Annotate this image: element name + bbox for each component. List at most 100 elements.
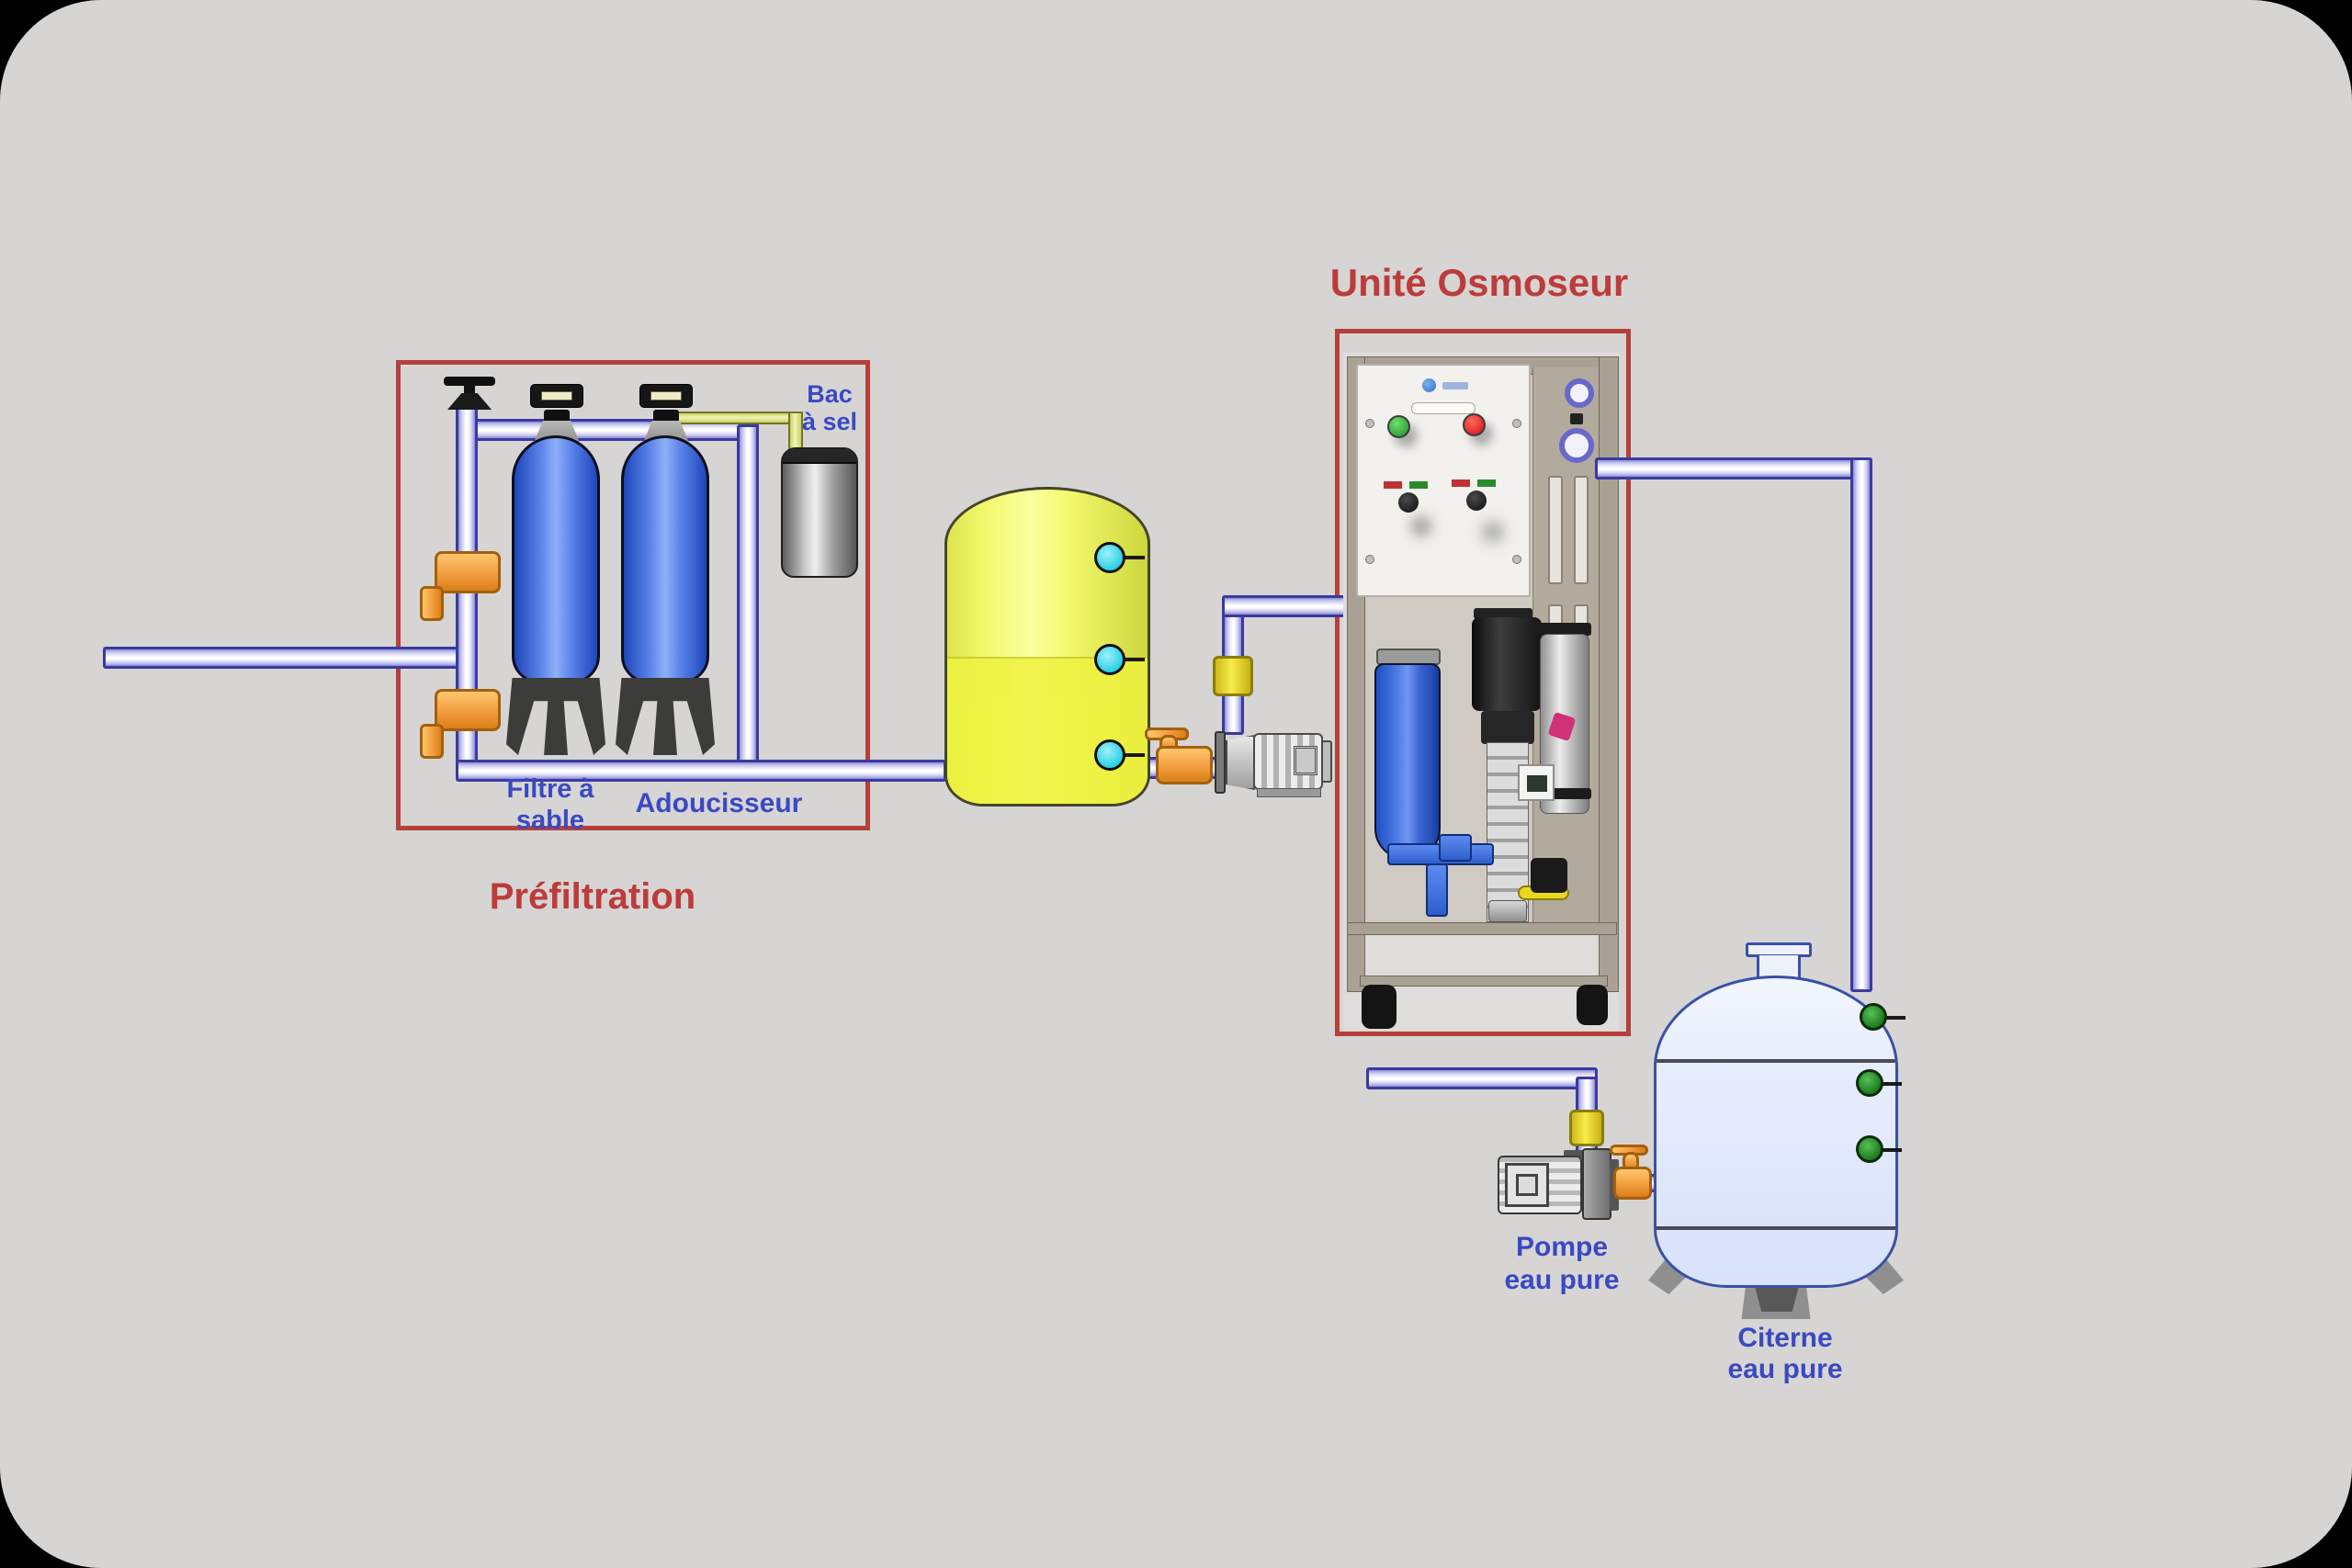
buffer-sensor-tick-3 — [1123, 753, 1145, 757]
cistern-shoulder-stripe — [1657, 1059, 1895, 1063]
machine-pipe-flange — [1439, 834, 1472, 862]
buffer-level-sensor-mid — [1094, 644, 1125, 675]
salt-tank-label-line1: Bac — [807, 380, 853, 408]
flow-meter-1 — [1548, 476, 1563, 584]
gate-valve-cap — [444, 377, 495, 386]
frame-bottom-bar — [1360, 976, 1608, 987]
cistern-sensor-tick-3 — [1880, 1148, 1902, 1152]
cistern-bottom-stripe — [1657, 1226, 1895, 1230]
frame-shelf — [1347, 922, 1617, 935]
junction-box — [1518, 764, 1555, 801]
sand-filter-valve-cap — [544, 410, 570, 423]
caster-wheel-right — [1577, 985, 1608, 1025]
selector-knob-1 — [1398, 492, 1419, 513]
black-fitting — [1531, 858, 1567, 893]
prefilt-bottom-pipe — [456, 760, 946, 782]
hp-pump-motor — [1472, 617, 1542, 711]
pure-water-pump-label: Pompe eau pure — [1498, 1231, 1626, 1297]
machine-pipe-vertical — [1426, 863, 1448, 917]
brand-logo-icon — [1422, 378, 1436, 392]
caster-wheel-left — [1362, 985, 1396, 1029]
hp-pump-top-cap — [1474, 608, 1532, 619]
buffer-level-sensor-low — [1094, 739, 1125, 771]
brand-logo-text — [1442, 382, 1468, 389]
cistern-sensor-tick-2 — [1880, 1082, 1902, 1086]
panel-screw-bl — [1365, 555, 1374, 564]
transfer-pump-endcap — [1321, 740, 1332, 783]
cistern-label-line1: Citerne — [1737, 1323, 1833, 1353]
sand-filter-tank-feet — [506, 678, 605, 755]
cistern-label: Citerne eau pure — [1707, 1323, 1863, 1385]
start-button-green — [1387, 415, 1410, 438]
salt-tank-label-line2: à sel — [801, 408, 858, 435]
junction-box-screen — [1527, 775, 1547, 792]
permeate-pipe-vertical — [1850, 457, 1872, 992]
gauge-knob — [1570, 413, 1583, 424]
transfer-pump-base — [1257, 788, 1321, 797]
softener-label: Adoucisseur — [635, 788, 803, 818]
cartridge-filter-housing — [1374, 663, 1441, 860]
cistern-sensor-tick-1 — [1883, 1016, 1905, 1020]
buffer-sensor-tick-1 — [1123, 556, 1145, 559]
ball-valve-lower-spout — [420, 724, 444, 759]
buffer-level-sensor-high — [1094, 542, 1125, 573]
raw-water-inlet-pipe — [103, 647, 478, 669]
prefilt-right-drop-pipe — [737, 424, 759, 781]
buffer-sensor-tick-2 — [1123, 658, 1145, 661]
pure-water-pump-motor — [1498, 1156, 1582, 1214]
softener-valve-cap — [653, 410, 679, 423]
ball-valve-upper-spout — [420, 586, 444, 621]
cistern-level-sensor-mid — [1856, 1069, 1883, 1097]
cistern-level-sensor-low — [1856, 1135, 1883, 1163]
union-fitting-feed — [1213, 656, 1253, 696]
sand-filter-label: Filtre à sable — [495, 773, 605, 836]
sand-filter-label-line1: Filtre à — [506, 774, 594, 804]
sand-filter-controller-display — [541, 391, 572, 400]
pure-water-pump-label-line2: eau pure — [1504, 1265, 1620, 1295]
transfer-pump-flange — [1215, 731, 1226, 794]
selector-knob-2 — [1466, 491, 1487, 511]
prefiltration-box — [396, 360, 870, 830]
softener-controller-display — [650, 391, 682, 400]
ro-control-panel — [1356, 364, 1531, 597]
stop-button-red — [1463, 413, 1486, 436]
ball-valve-lower — [435, 689, 501, 731]
buffer-outlet-valve — [1156, 746, 1213, 784]
salt-tank — [781, 447, 858, 578]
pump2-face-inner — [1516, 1174, 1538, 1196]
cistern-inlet-valve — [1613, 1167, 1652, 1200]
transfer-pump-fan-cover — [1294, 746, 1317, 775]
membrane-clamp-top — [1534, 623, 1591, 636]
pure-water-cistern — [1654, 976, 1898, 1288]
brine-pipe-horizontal — [676, 412, 801, 424]
pump2-face-plate — [1505, 1163, 1549, 1207]
osmosis-unit-box — [1335, 329, 1631, 1036]
pressure-gauge-bottom — [1559, 428, 1594, 463]
transfer-pump-volute — [1226, 735, 1255, 790]
flow-meter-2 — [1574, 476, 1589, 584]
cistern-label-line2: eau pure — [1727, 1354, 1843, 1384]
softener-tank-feet — [616, 678, 715, 755]
union-fitting-pure-water — [1569, 1110, 1604, 1146]
salt-tank-label: Bac à sel — [787, 380, 872, 435]
pure-water-suction-pipe — [1366, 1067, 1598, 1089]
prefiltration-title: Préfiltration — [489, 876, 696, 917]
softener-controller — [639, 384, 693, 408]
panel-screw-tl — [1365, 419, 1374, 428]
panel-screw-tr — [1512, 419, 1521, 428]
panel-name-strip — [1411, 402, 1476, 414]
cistern-level-sensor-high — [1860, 1003, 1887, 1031]
prefilt-top-pipe — [456, 419, 759, 441]
sand-filter-label-line2: sable — [515, 806, 585, 835]
pressure-gauge-top — [1565, 378, 1594, 408]
softener-tank — [621, 435, 709, 683]
pure-water-pump-head — [1582, 1148, 1611, 1220]
gate-valve-body — [447, 393, 492, 410]
pump-base-cylinder — [1488, 900, 1527, 922]
hp-pump-coupling — [1481, 711, 1534, 744]
gate-valve-stem — [464, 384, 475, 395]
salt-tank-lid — [783, 449, 856, 464]
pure-water-pump-label-line1: Pompe — [1515, 1232, 1609, 1262]
panel-screw-br — [1512, 555, 1521, 564]
